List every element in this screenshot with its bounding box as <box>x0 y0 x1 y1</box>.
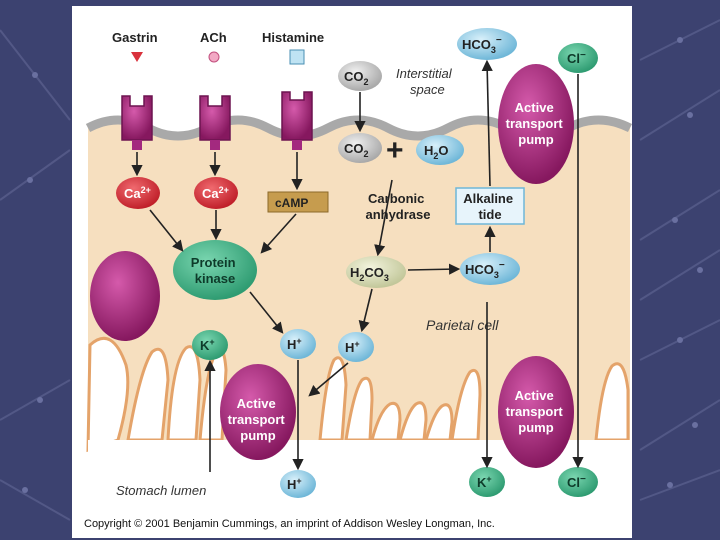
svg-text:H+: H+ <box>287 476 302 492</box>
svg-text:H+: H+ <box>287 336 302 352</box>
histamine-label: Histamine <box>262 30 324 45</box>
hydrogen-ion-lumen: H+ <box>280 470 316 498</box>
svg-text:K+: K+ <box>477 474 492 490</box>
gastrin-ligand-icon <box>131 52 143 62</box>
interstitial-space-label: Interstitial space <box>396 66 455 97</box>
svg-text:Active transport p: Active transport pump <box>506 100 567 147</box>
gastrin-receptor: Gastrin <box>112 30 158 150</box>
histamine-receptor: Histamine <box>262 30 324 150</box>
svg-text:cAMP: cAMP <box>275 196 308 210</box>
svg-text:Alkaline tide: Alkaline tide <box>463 191 516 222</box>
histamine-ligand-icon <box>289 49 305 65</box>
plus-sign: + <box>386 134 404 167</box>
svg-text:Active transport p: Active transport pump <box>506 388 567 435</box>
svg-text:Protein kinase: Protein kinase <box>191 255 239 286</box>
copyright-text: Copyright © 2001 Benjamin Cummings, an i… <box>84 518 495 530</box>
potassium-ion-apical: K+ <box>192 330 228 360</box>
svg-text:CO2: CO2 <box>344 141 369 159</box>
svg-text:K+: K+ <box>200 337 215 353</box>
co2-cell: CO2 <box>338 133 382 163</box>
svg-text:H+: H+ <box>345 339 360 355</box>
co2-interstitial: CO2 <box>338 61 382 91</box>
svg-text:Cl−: Cl− <box>567 50 586 66</box>
alkaline-tide-box: Alkaline tide <box>455 187 525 225</box>
hydrogen-ion-1: H+ <box>280 329 316 359</box>
pathway-arrows <box>131 59 584 472</box>
calcium-ion-2: Ca2+ <box>194 177 238 209</box>
water-molecule: H2O <box>416 135 464 165</box>
apical-pump-left: Active transport pump <box>220 364 296 460</box>
potassium-ion-lumen: K+ <box>469 467 505 497</box>
stomach-lumen <box>86 336 630 508</box>
carbonic-anhydrase-label: Carbonic anhydrase <box>365 191 430 222</box>
svg-text:H2O: H2O <box>424 143 449 161</box>
chloride-interstitial: Cl− <box>558 43 598 73</box>
chloride-ion-lumen: Cl− <box>558 467 598 497</box>
svg-text:Ca2+: Ca2+ <box>202 185 229 201</box>
ach-ligand-icon <box>208 51 220 63</box>
bicarbonate-interstitial: HCO3− <box>457 28 517 60</box>
svg-text:Active transport p: Active transport pump <box>228 396 289 443</box>
apical-pump-right: Active transport pump <box>498 356 574 468</box>
calcium-ion-1: Ca2+ <box>116 177 160 209</box>
gastrin-label: Gastrin <box>112 30 158 45</box>
carbonic-acid: H2CO3 <box>346 256 406 288</box>
camp-box: cAMP <box>267 191 329 213</box>
svg-text:Cl−: Cl− <box>567 474 586 490</box>
svg-text:H2CO3: H2CO3 <box>350 265 389 283</box>
svg-text:CO2: CO2 <box>344 69 369 87</box>
ach-label: ACh <box>200 30 227 45</box>
bicarbonate-cell: HCO3− <box>460 253 520 285</box>
ach-receptor: ACh <box>199 30 231 150</box>
svg-text:HCO3−: HCO3− <box>462 35 502 55</box>
protein-kinase: Protein kinase <box>173 240 257 300</box>
basolateral-pump: Active transport pump <box>498 64 574 184</box>
parietal-cell-label: Parietal cell <box>426 317 499 333</box>
svg-text:HCO3−: HCO3− <box>465 260 505 280</box>
svg-text:Ca2+: Ca2+ <box>124 185 151 201</box>
hydrogen-ion-2: H+ <box>338 332 374 362</box>
stomach-lumen-label: Stomach lumen <box>116 483 206 498</box>
nucleus <box>90 251 160 341</box>
